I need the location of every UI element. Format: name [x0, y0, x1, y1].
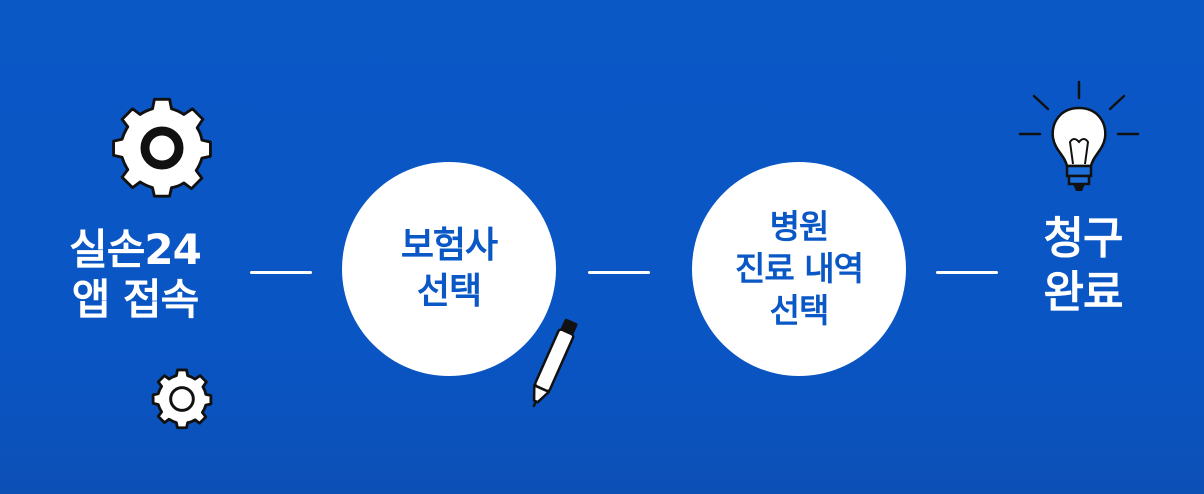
connector-line — [936, 271, 998, 274]
lightbulb-icon — [1018, 80, 1140, 191]
step-select-hospital-records-line2: 진료 내역 — [735, 248, 864, 288]
step-claim-complete-line1: 청구 — [1043, 213, 1124, 264]
step-select-insurer-line2: 선택 — [416, 271, 482, 312]
step-claim-complete: 청구 완료 — [1008, 212, 1158, 319]
step-select-hospital-records-line3: 선택 — [769, 291, 830, 331]
step-app-access-line1: 실손24 — [69, 225, 202, 274]
step-app-access: 실손24 앱 접속 — [30, 225, 240, 324]
step-select-hospital-records: 병원 진료 내역 선택 — [692, 162, 906, 376]
pen-icon — [532, 318, 578, 408]
step-app-access-line2: 앱 접속 — [71, 274, 200, 324]
step-select-insurer: 보험사 선택 — [342, 162, 556, 376]
gear-icon — [112, 97, 212, 198]
step-select-hospital-records-line1: 병원 — [769, 206, 830, 246]
connector-line — [250, 271, 312, 274]
step-select-insurer-line1: 보험사 — [400, 224, 498, 266]
gear-icon — [151, 368, 213, 430]
step-claim-complete-line2: 완료 — [1043, 266, 1124, 318]
connector-line — [588, 271, 650, 274]
